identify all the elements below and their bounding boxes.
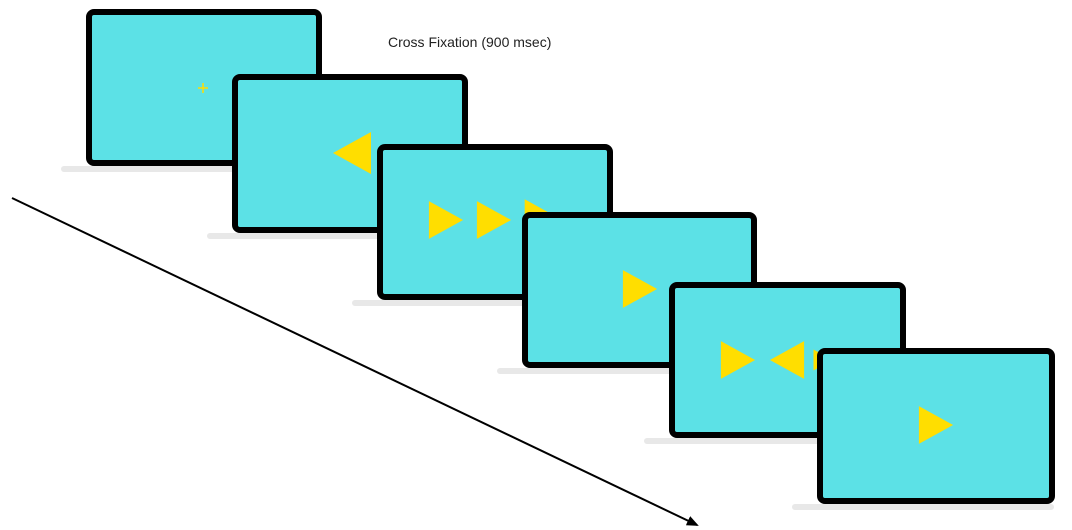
laptop-base <box>792 504 1054 510</box>
left-arrow-stimulus-icon <box>333 132 371 174</box>
right-arrow-stimulus-icon <box>720 341 756 379</box>
fixation-cross-icon <box>198 83 208 93</box>
right-arrow-stimulus-icon <box>428 201 464 239</box>
right-arrow-stimulus-icon <box>918 406 954 444</box>
final-target-screen <box>792 348 1055 510</box>
time-arrow-icon <box>11 197 699 526</box>
right-arrow-stimulus-icon <box>622 270 658 308</box>
fixation-caption: Cross Fixation (900 msec) <box>388 34 552 50</box>
left-arrow-stimulus-icon <box>769 341 805 379</box>
right-arrow-stimulus-icon <box>476 201 512 239</box>
